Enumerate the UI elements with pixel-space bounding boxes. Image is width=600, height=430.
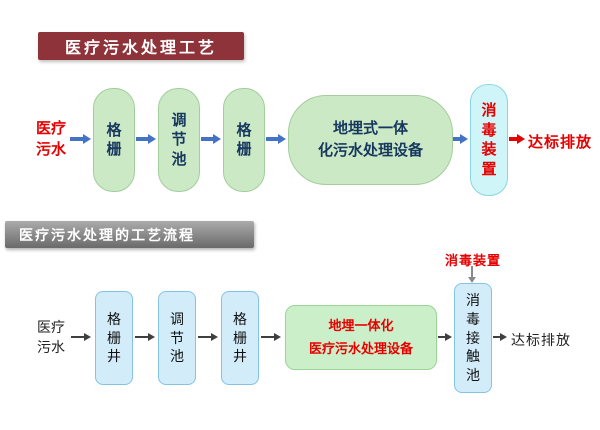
bottom-banner: 医疗污水处理的工艺流程 bbox=[5, 221, 254, 248]
arrow-right-icon bbox=[493, 331, 507, 343]
arrow-right-icon bbox=[135, 331, 155, 343]
arrow-right-icon bbox=[261, 331, 281, 343]
top-node-buried-equipment: 地埋式一体 化污水处理设备 bbox=[288, 95, 453, 185]
bottom-node-grid-well-2: 格 栅 井 bbox=[221, 291, 259, 385]
top-node-disinfect-device: 消 毒 装 置 bbox=[470, 84, 508, 196]
bottom-node-grid-well-1: 格 栅 井 bbox=[95, 291, 133, 385]
arrow-right-icon bbox=[266, 132, 286, 146]
top-node-grid-2: 格 栅 bbox=[223, 88, 265, 192]
top-node-regulating-pool: 调 节 池 bbox=[158, 88, 200, 192]
bottom-node-disinfect-contact-pool: 消 毒 接 触 池 bbox=[454, 283, 492, 393]
top-title-bar: 医疗污水处理工艺 bbox=[38, 32, 244, 60]
arrow-right-icon bbox=[198, 331, 218, 343]
bottom-output-label: 达标排放 bbox=[511, 332, 571, 348]
top-title: 医疗污水处理工艺 bbox=[64, 40, 217, 57]
arrow-right-icon bbox=[70, 132, 91, 146]
top-node-grid-1: 格 栅 bbox=[93, 88, 135, 192]
arrow-right-icon bbox=[136, 132, 156, 146]
bottom-source-label: 医疗 污水 bbox=[37, 319, 65, 356]
bottom-node-buried-equipment: 地埋一体化 医疗污水处理设备 bbox=[285, 305, 437, 370]
bottom-node-regulating-pool: 调 节 池 bbox=[158, 291, 196, 385]
top-source-label: 医疗 污水 bbox=[35, 120, 66, 158]
arrow-right-icon bbox=[438, 331, 452, 343]
top-output-label: 达标排放 bbox=[528, 134, 593, 151]
arrow-right-icon bbox=[201, 132, 221, 146]
arrow-right-icon bbox=[509, 132, 525, 146]
arrow-right-icon bbox=[453, 132, 468, 146]
arrow-down-icon bbox=[464, 266, 480, 283]
disinfect-device-label: 消毒装置 bbox=[444, 253, 501, 268]
bottom-banner-text: 医疗污水处理的工艺流程 bbox=[19, 226, 195, 243]
arrow-right-icon bbox=[71, 331, 91, 343]
